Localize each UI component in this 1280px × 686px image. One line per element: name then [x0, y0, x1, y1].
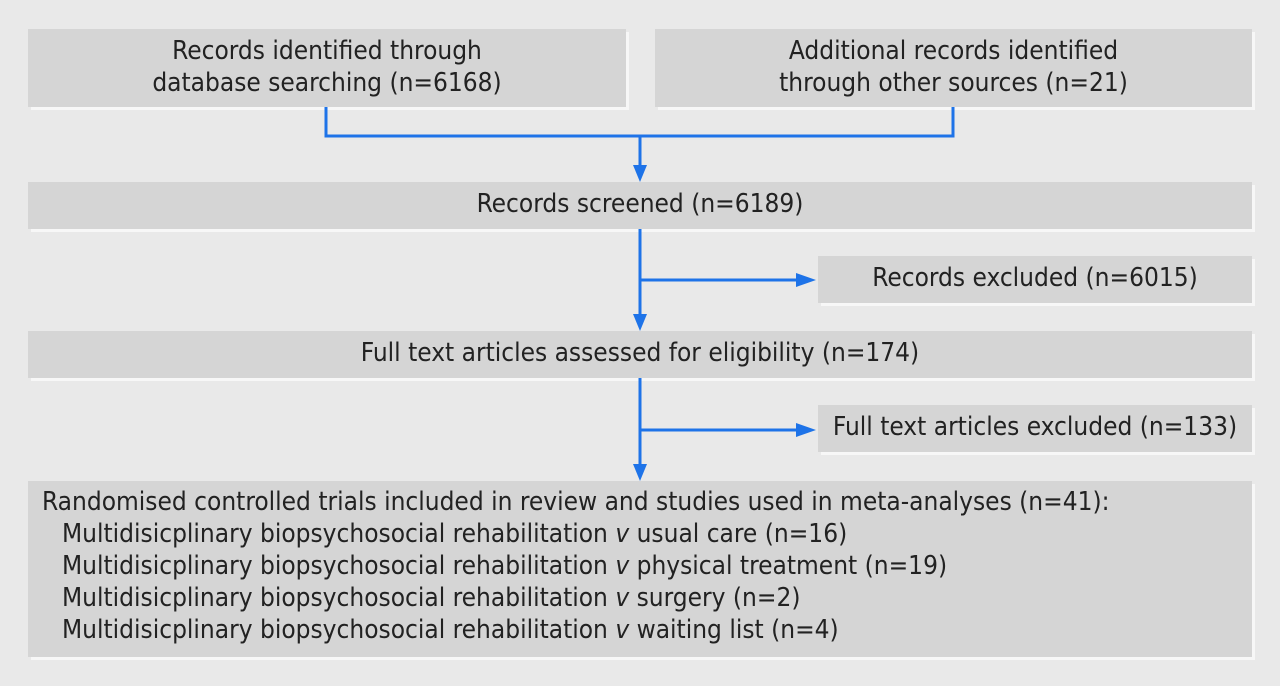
included-item-prefix: Multidisicplinary biopsychosocial rehabi… — [62, 583, 608, 613]
arrowhead-icon — [796, 423, 816, 437]
full-text-assessed-label: Full text articles assessed for eligibil… — [360, 338, 920, 368]
records-excluded-label: Records excluded (n=6015) — [872, 263, 1198, 293]
arrowhead-icon — [633, 165, 647, 182]
included-item: Multidisicplinary biopsychosocial rehabi… — [42, 550, 1238, 582]
arrowhead-icon — [796, 273, 816, 287]
records-screened-label: Records screened (n=6189) — [476, 189, 804, 219]
included-item-prefix: Multidisicplinary biopsychosocial rehabi… — [62, 519, 608, 549]
database-records-line1: Records identified through — [172, 36, 482, 66]
merge-connector-line — [324, 107, 955, 138]
records-excluded-box: Records excluded (n=6015) — [818, 256, 1252, 303]
included-item: Multidisicplinary biopsychosocial rehabi… — [42, 518, 1238, 550]
included-item-suffix: usual care (n=16) — [636, 519, 848, 549]
arrowhead-icon — [633, 464, 647, 481]
included-item: Multidisicplinary biopsychosocial rehabi… — [42, 614, 1238, 646]
versus-mark: v — [615, 583, 630, 613]
included-item-prefix: Multidisicplinary biopsychosocial rehabi… — [62, 551, 608, 581]
other-sources-line1: Additional records identified — [788, 36, 1119, 66]
included-item-prefix: Multidisicplinary biopsychosocial rehabi… — [62, 615, 608, 645]
versus-mark: v — [615, 551, 630, 581]
included-item-suffix: physical treatment (n=19) — [636, 551, 948, 581]
versus-mark: v — [615, 519, 630, 549]
arrowhead-icon — [633, 314, 647, 331]
included-item: Multidisicplinary biopsychosocial rehabi… — [42, 582, 1238, 614]
versus-mark: v — [615, 615, 630, 645]
included-item-suffix: surgery (n=2) — [636, 583, 801, 613]
included-item-suffix: waiting list (n=4) — [636, 615, 839, 645]
database-records-line2: database searching (n=6168) — [152, 68, 502, 98]
included-studies-box: Randomised controlled trials included in… — [28, 481, 1252, 657]
other-sources-line2: through other sources (n=21) — [779, 68, 1128, 98]
database-records-box: Records identified through database sear… — [28, 29, 626, 107]
other-sources-box: Additional records identified through ot… — [655, 29, 1252, 107]
included-studies-title: Randomised controlled trials included in… — [42, 487, 1110, 517]
full-text-assessed-box: Full text articles assessed for eligibil… — [28, 331, 1252, 378]
records-screened-box: Records screened (n=6189) — [28, 182, 1252, 229]
full-text-excluded-label: Full text articles excluded (n=133) — [832, 412, 1238, 442]
full-text-excluded-box: Full text articles excluded (n=133) — [818, 405, 1252, 452]
